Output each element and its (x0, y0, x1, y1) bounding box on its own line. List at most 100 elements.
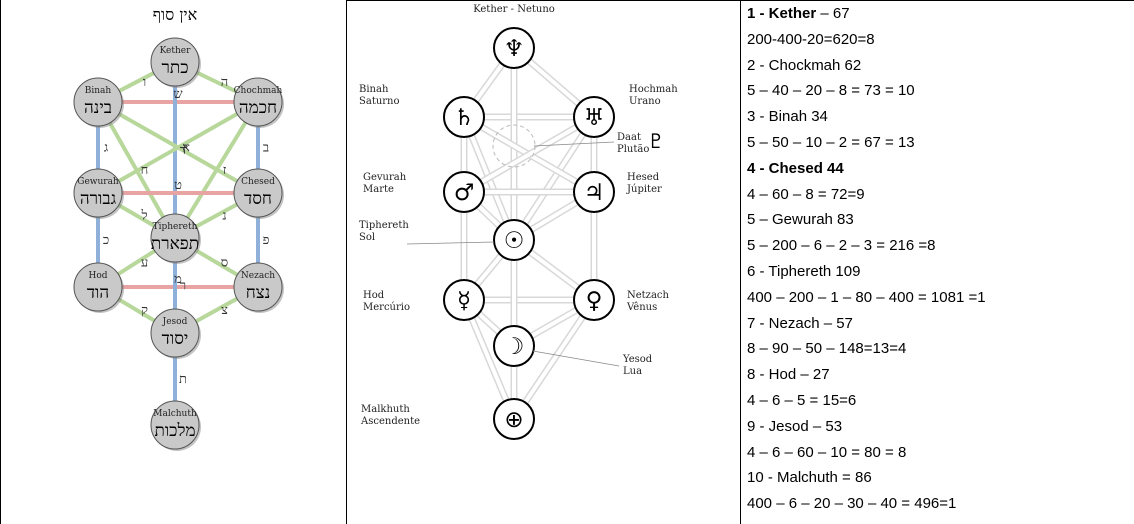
planet-label-2: Ascendente (360, 416, 420, 427)
planet-label-1: Hod (363, 290, 385, 301)
path-letter: ע (141, 256, 148, 271)
sephirah-latin-label: Tiphereth (153, 222, 198, 232)
gematria-text: 5 – Gewurah 83 (747, 211, 854, 229)
path-letter: ש (173, 87, 183, 102)
gematria-text: 4 – 6 – 60 – 10 = 80 = 8 (747, 443, 907, 461)
gematria-line-5: 3 - Binah 34 (747, 107, 828, 126)
planet-label-1: Yesod (622, 354, 653, 365)
path-letter: ז (223, 163, 227, 178)
gematria-text: 3 - Binah 34 (747, 108, 828, 126)
gematria-text: – 67 (816, 5, 850, 22)
path-letter: ס (221, 256, 228, 271)
planet-symbol-icon: ☽ (504, 334, 525, 360)
gematria-text: 4 – 6 – 5 = 15=6 (747, 392, 857, 409)
table-top-border-right (741, 0, 1134, 1)
planet-symbol-icon: ☉ (504, 228, 525, 254)
gematria-line-14: 8 – 90 – 50 – 148=13=4 (747, 339, 906, 358)
sephirah-hebrew-label: כתר (161, 58, 188, 78)
pluto-icon: ♇ (647, 129, 665, 153)
gematria-text: 8 - Hod – 27 (747, 366, 830, 384)
ain-soph-title: אין סוף (153, 5, 198, 24)
sephirah-latin-label: Gewurah (77, 177, 119, 187)
sephirah-latin-label: Chochmah (234, 86, 283, 96)
path-letter: ד (180, 143, 186, 158)
gematria-text: 1 - Kether (747, 5, 817, 22)
planet-symbol-icon: ♂ (454, 180, 475, 206)
gematria-text: 200-400-20=620=8 (747, 30, 875, 48)
gematria-line-17: 9 - Jesod – 53 (747, 417, 842, 436)
gematria-line-6: 5 – 50 – 10 – 2 = 67 = 13 (747, 133, 915, 152)
gematria-text: 8 – 90 – 50 – 148=13=4 (747, 340, 907, 358)
gematria-line-16: 4 – 6 – 5 = 15=6 (747, 391, 856, 410)
path-letter: ח (141, 163, 149, 178)
gematria-line-18: 4 – 6 – 60 – 10 = 80 = 8 (747, 443, 906, 462)
gematria-text: 7 - Nezach – 57 (747, 314, 853, 332)
path-letter: פ (263, 233, 270, 248)
sephirah-latin-label: Nezach (241, 271, 275, 281)
path-letter: ו (143, 75, 146, 90)
planet-label-1: Tiphereth (359, 220, 409, 231)
path-letter: א (182, 141, 190, 156)
sephirah-latin-label: Malchuth (153, 409, 197, 419)
gematria-values-cell: 1 - Kether – 67 200-400-20=620=8 2 - Chock… (741, 0, 1134, 524)
planet-label-2: Marte (363, 184, 394, 195)
path-line-9 (97, 100, 259, 195)
sephirah-hebrew-label: מלכות (154, 421, 195, 441)
gematria-line-19: 10 - Malchuth = 86 (747, 468, 872, 487)
gematria-text: 5 – 40 – 20 – 8 = 73 = 10 (747, 82, 915, 100)
gematria-line-8: 4 – 60 – 8 = 72=9 (747, 185, 865, 204)
planet-label-2: Mercúrio (363, 302, 410, 313)
sephirah-hebrew-label: יסוד (162, 329, 189, 349)
sephirah-latin-label: Hod (88, 271, 107, 281)
planet-label-1: Gevurah (363, 172, 407, 183)
gematria-line-1: 1 - Kether – 67 (747, 4, 850, 23)
path-letter: כ (103, 233, 109, 248)
planet-node-kether: ♆Kether - Netuno (473, 4, 555, 69)
planet-label-2: Saturno (359, 96, 400, 107)
path-letter: ט (174, 178, 182, 193)
gematria-line-7: 4 - Chesed 44 (747, 159, 844, 178)
planet-symbol-icon: ♅ (584, 105, 605, 131)
planet-label-1: Hochmah (629, 84, 678, 95)
sephirah-latin-label: Kether (160, 46, 192, 56)
gematria-line-15: 8 - Hod – 27 (747, 365, 830, 384)
sephirah-latin-label: Jesod (162, 317, 188, 327)
gematria-line-2: 200-400-20=620=8 (747, 30, 875, 49)
planet-symbol-icon: ♃ (584, 180, 605, 206)
path-letter: ג (104, 141, 108, 156)
planet-label-2: Urano (629, 96, 661, 107)
sephirah-hebrew-label: הוד (87, 283, 109, 303)
sephirah-latin-label: Binah (85, 86, 112, 96)
path-letter: ר (180, 279, 186, 294)
planet-label-2: Júpiter (626, 184, 662, 195)
gematria-text: 6 - Tiphereth 109 (747, 263, 861, 280)
gematria-line-11: 6 - Tiphereth 109 (747, 262, 860, 281)
path-letter: ה (221, 75, 228, 90)
gematria-line-10: 5 – 200 – 6 – 2 – 3 = 216 =8 (747, 236, 936, 255)
gematria-text: 4 - Chesed 44 (747, 159, 844, 177)
path-letter: ל (140, 209, 147, 224)
gematria-text: 9 - Jesod – 53 (747, 417, 843, 435)
planet-label-1: Netzach (627, 290, 670, 301)
gematria-text: 4 – 60 – 8 = 72=9 (747, 185, 865, 203)
gematria-line-3: 2 - Chockmah 62 (747, 56, 861, 75)
sephirah-node-hod: Hod הוד (73, 262, 124, 313)
sephirah-latin-label: Chesed (241, 177, 275, 187)
gematria-line-20: 400 – 6 – 20 – 30 – 40 = 496=1 (747, 494, 956, 513)
planet-symbol-icon: ☿ (457, 288, 471, 314)
sephirah-node-tiphereth: Tiphereth תפארת (150, 213, 201, 264)
sephirah-hebrew-label: תפארת (151, 234, 199, 254)
